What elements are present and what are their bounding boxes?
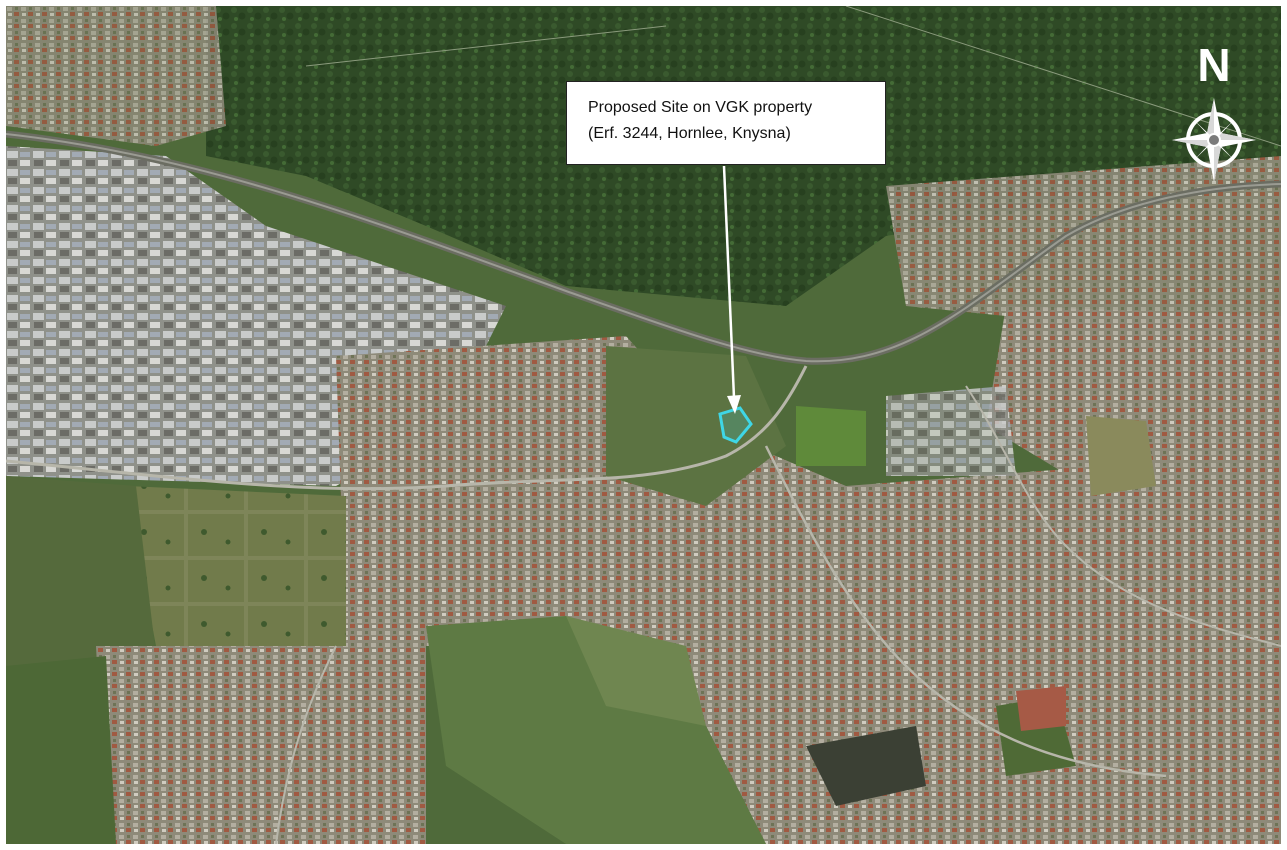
callout-line-2: (Erf. 3244, Hornlee, Knysna) bbox=[588, 125, 791, 142]
compass-rose-icon bbox=[1172, 98, 1256, 182]
site-callout-label: Proposed Site on VGK property (Erf. 3244… bbox=[566, 81, 886, 165]
aerial-map bbox=[6, 6, 1281, 844]
callout-line-1: Proposed Site on VGK property bbox=[588, 99, 813, 116]
north-arrow: N bbox=[1166, 40, 1262, 190]
satellite-imagery bbox=[6, 6, 1281, 844]
north-label: N bbox=[1197, 39, 1231, 91]
